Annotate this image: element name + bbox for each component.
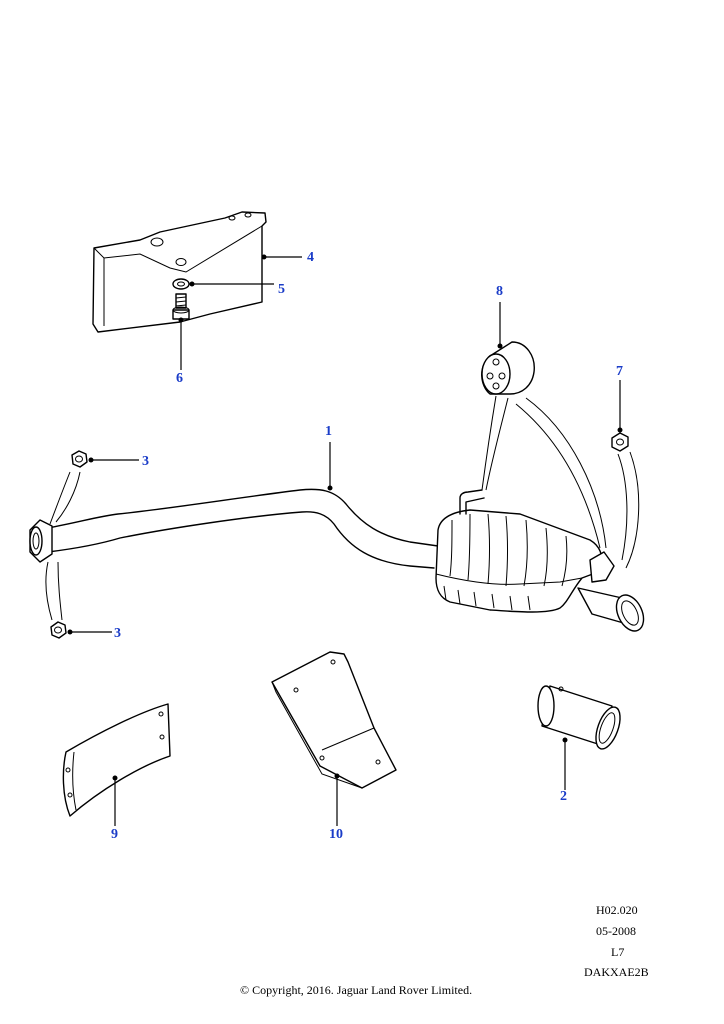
part-muffler-outlet <box>577 587 645 632</box>
callout-4: 4 <box>307 250 314 265</box>
callout-9: 9 <box>111 827 118 842</box>
part-3-nut-lower <box>50 621 67 639</box>
part-8-rubber-mount <box>481 341 535 395</box>
part-2-tailpipe-tip <box>537 685 621 750</box>
part-1-tailpipe <box>29 488 439 569</box>
callout-3-upper: 3 <box>142 454 149 469</box>
callout-8: 8 <box>496 284 503 299</box>
part-6-bolt <box>172 293 190 320</box>
nut-fit-lines <box>45 471 81 621</box>
callout-1: 1 <box>325 424 332 439</box>
drawing-code: DAKXAE2B <box>584 965 649 979</box>
drawing-reference: H02.020 <box>596 903 638 917</box>
drawing-level: L7 <box>611 945 625 959</box>
part-10-heat-shield-plate <box>271 651 397 789</box>
callout-6: 6 <box>176 371 183 386</box>
leader-lines <box>67 254 623 826</box>
nut-7-fit-lines <box>617 451 640 569</box>
copyright-notice: © Copyright, 2016. Jaguar Land Rover Lim… <box>240 983 473 997</box>
part-5-washer <box>172 278 190 290</box>
part-3-nut-upper <box>71 450 88 468</box>
part-4-heat-shield-bracket <box>92 211 267 333</box>
callout-7: 7 <box>616 364 623 379</box>
callout-2: 2 <box>560 789 567 804</box>
part-7-nut <box>611 432 629 452</box>
callout-5: 5 <box>278 282 285 297</box>
part-silencer-box <box>435 489 615 613</box>
callout-10: 10 <box>329 827 343 842</box>
drawing-date: 05-2008 <box>596 924 636 938</box>
callout-3-lower: 3 <box>114 626 121 641</box>
part-9-heat-shield-strip <box>62 703 171 817</box>
mount-fit-lines <box>481 395 607 549</box>
